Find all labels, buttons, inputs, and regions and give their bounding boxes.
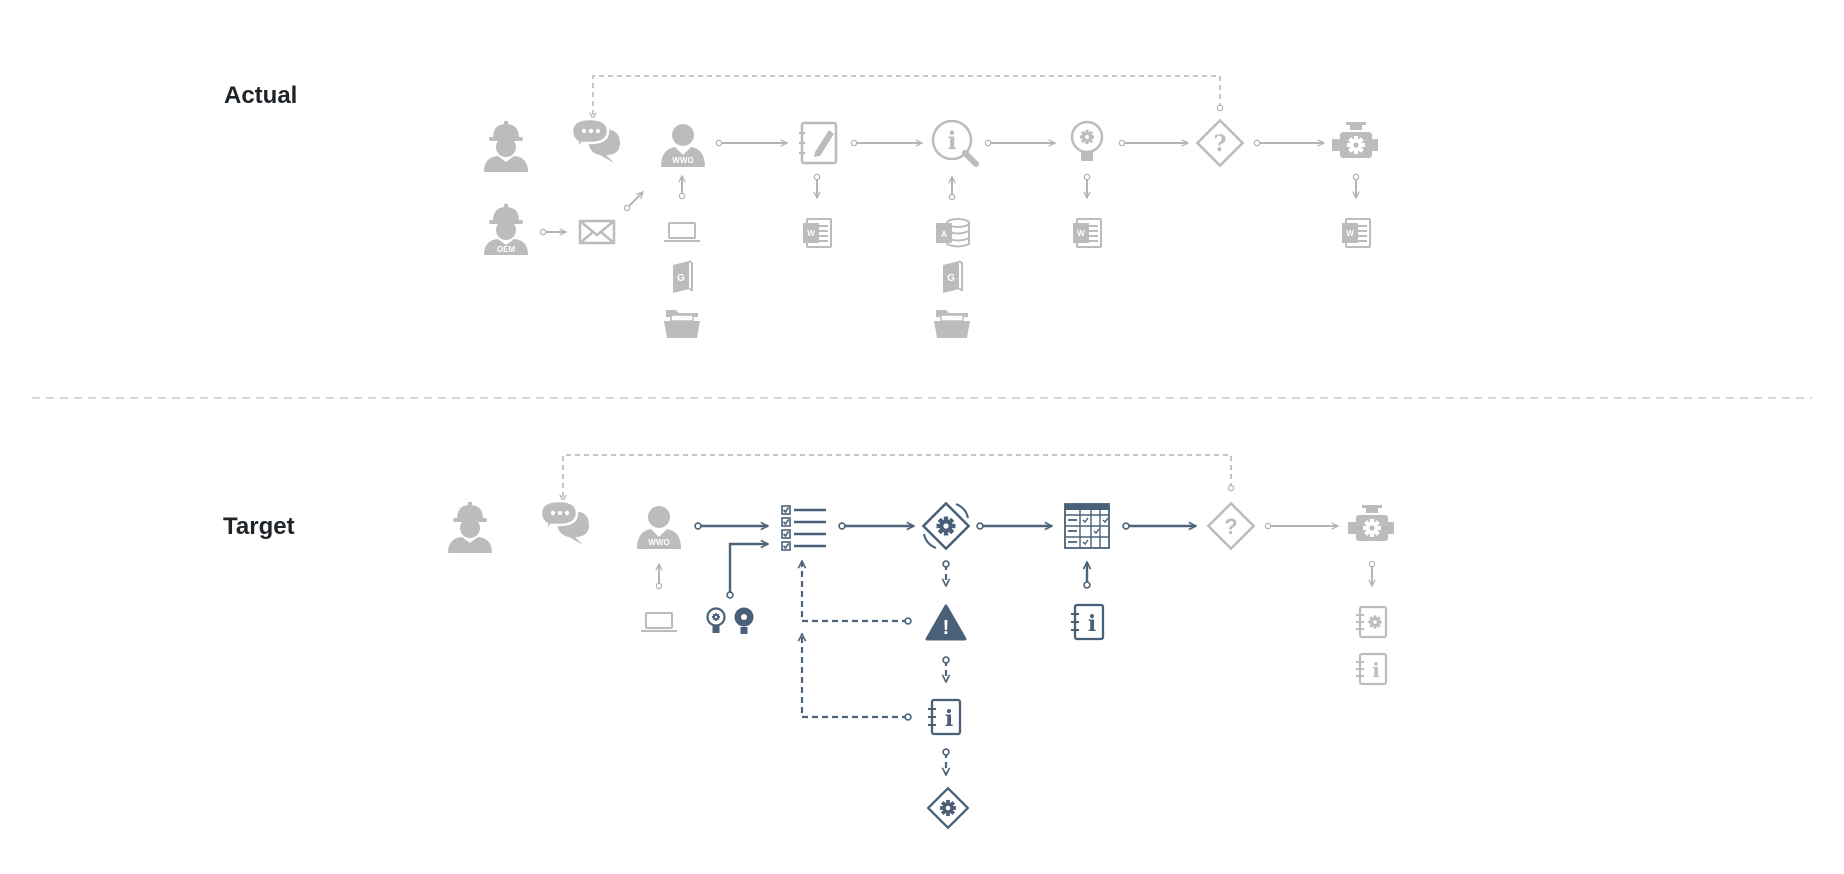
folder-icon <box>663 309 701 339</box>
envelope-icon <box>578 219 616 245</box>
wwo-label: WWO <box>672 156 693 165</box>
laptop-icon <box>663 222 701 242</box>
info-letter-2: i <box>945 706 953 732</box>
checklist-icon <box>781 505 826 551</box>
alert-mark: ! <box>943 617 950 639</box>
ideas-to-checklist-connector <box>730 544 768 595</box>
word-doc-icon-3: W <box>1341 218 1371 248</box>
book-icon <box>672 260 693 294</box>
access-letter: A <box>941 230 947 239</box>
wwo-user-icon: WWO <box>661 124 705 167</box>
info-letter-4: i <box>1372 658 1380 682</box>
target-worker-icon <box>448 502 492 553</box>
word-doc-icon: W <box>802 218 832 248</box>
info-search-icon: i <box>931 119 979 167</box>
email-to-wwo-connector <box>627 192 643 208</box>
decision-diamond-icon: ? <box>1195 118 1245 168</box>
alert-icon: ! <box>925 604 967 641</box>
section-title-target: Target <box>223 513 295 540</box>
worker-icon <box>484 121 528 172</box>
info-letter: i <box>947 126 956 155</box>
word-letter-2: W <box>1077 229 1085 238</box>
info-notebook-icon: i <box>928 698 962 736</box>
target-feedback-loop-connector <box>563 454 1231 501</box>
oem-user-icon: OEM <box>484 204 528 255</box>
target-question-mark: ? <box>1224 514 1237 539</box>
actual-flow: WWO OEM <box>484 75 1378 339</box>
info-notebook-icon-2: i <box>1071 603 1105 641</box>
idea-bulbs-icon <box>706 607 754 634</box>
oem-label: OEM <box>497 245 516 254</box>
feedback-loop-connector <box>593 75 1220 119</box>
target-wwo-user-icon: WWO <box>637 506 681 549</box>
gray-info-notebook-icon: i <box>1356 652 1388 686</box>
section-title-actual: Actual <box>224 82 298 109</box>
word-letter: W <box>807 229 815 238</box>
word-letter-3: W <box>1346 229 1354 238</box>
checklist-matrix-icon <box>1064 503 1110 549</box>
access-db-icon: A <box>936 218 970 248</box>
edit-notepad-icon <box>799 121 838 165</box>
chat-icon <box>570 117 622 165</box>
target-engine-icon <box>1348 505 1394 541</box>
target-decision-diamond-icon: ? <box>1206 501 1256 551</box>
book-icon-2 <box>942 260 963 294</box>
target-chat-icon <box>539 499 591 547</box>
alert-to-checklist-connector <box>802 561 908 621</box>
word-doc-icon-2: W <box>1072 218 1102 248</box>
bottom-gear-icon <box>926 786 970 830</box>
target-flow: WWO <box>448 454 1394 830</box>
gear-manual-icon <box>1356 605 1388 639</box>
process-gear-icon <box>921 501 971 551</box>
manual-to-checklist-connector <box>802 634 908 717</box>
engine-icon <box>1332 122 1378 158</box>
question-mark: ? <box>1214 131 1227 157</box>
info-letter-3: i <box>1088 611 1096 637</box>
target-laptop-icon <box>640 612 678 632</box>
folder-icon-2 <box>933 309 971 339</box>
target-wwo-label: WWO <box>648 538 669 547</box>
idea-bulb-icon <box>1070 120 1104 161</box>
